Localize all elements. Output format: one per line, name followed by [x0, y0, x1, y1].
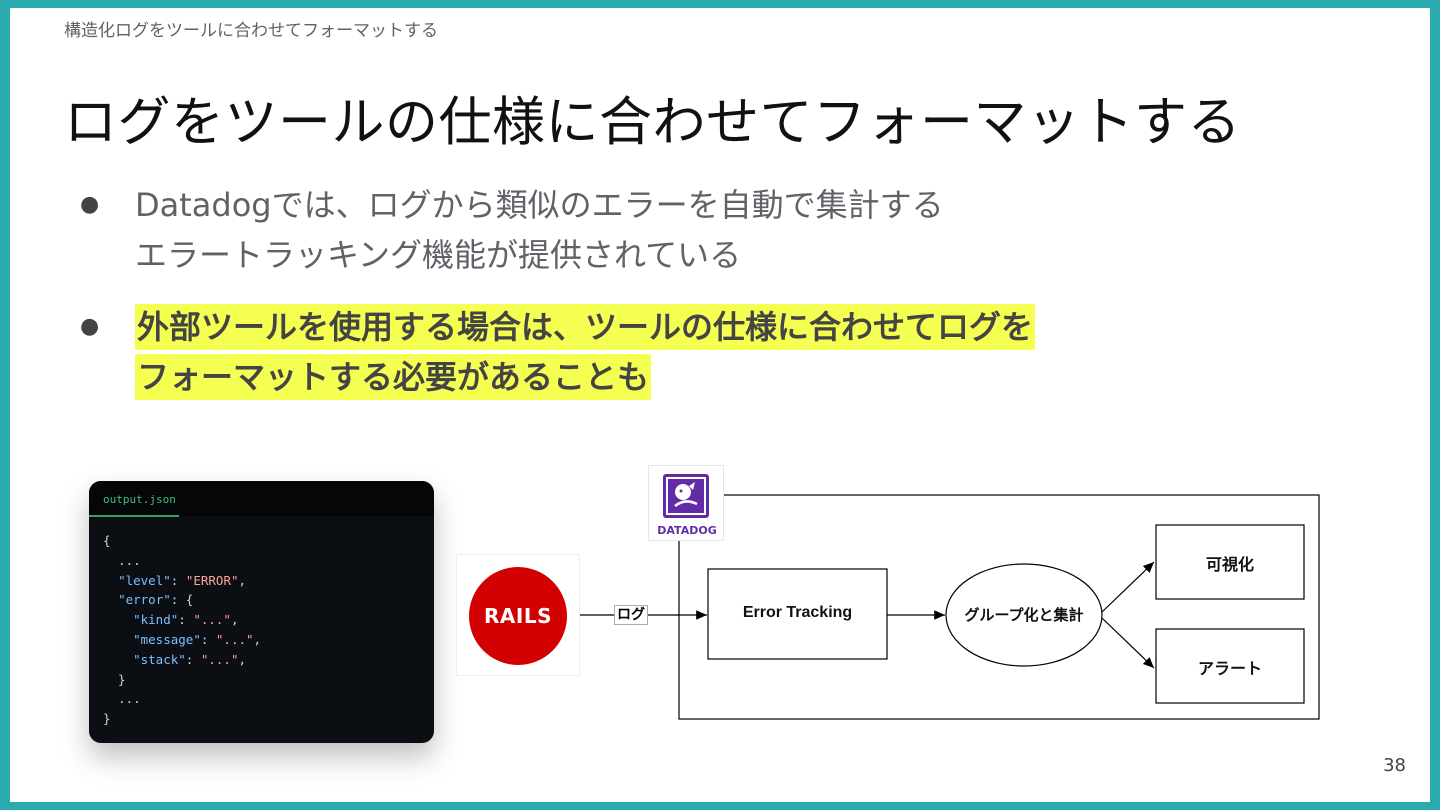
rails-logo: RAILS	[456, 554, 580, 676]
code-tab-output-json[interactable]: output.json	[103, 493, 176, 506]
edge-label-log: ログ	[614, 605, 648, 625]
rails-logo-circle: RAILS	[469, 567, 567, 665]
breadcrumb: 構造化ログをツールに合わせてフォーマットする	[64, 21, 438, 41]
page-number: 38	[1383, 755, 1406, 776]
bullet-line: 外部ツールを使用する場合は、ツールの仕様に合わせてログを	[135, 304, 1036, 350]
code-tab-bar	[89, 481, 434, 516]
bullet-text: Datadogでは、ログから類似のエラーを自動で集計する エラートラッキング機能…	[135, 180, 944, 280]
page-title: ログをツールの仕様に合わせてフォーマットする	[64, 92, 1241, 153]
bullet-dot: ●	[80, 314, 100, 339]
datadog-logo: DATADOG	[648, 465, 724, 541]
node-visualize-label: 可視化	[1205, 557, 1254, 574]
bullet-line: フォーマットする必要があることも	[135, 354, 652, 400]
bullet-line: Datadogでは、ログから類似のエラーを自動で集計する	[135, 186, 944, 224]
bullet-line: エラートラッキング機能が提供されている	[135, 236, 742, 274]
bullet-dot: ●	[80, 192, 100, 217]
rails-logo-text: RAILS	[484, 604, 552, 628]
datadog-label: DATADOG	[657, 524, 717, 537]
node-group-label: グループ化と集計	[964, 607, 1084, 624]
node-alert-label: アラート	[1197, 661, 1262, 678]
code-tab-underline	[89, 515, 179, 517]
code-lines: { ... "level": "ERROR", "error": { "kind…	[103, 533, 262, 727]
slide: 構造化ログをツールに合わせてフォーマットする ログをツールの仕様に合わせてフォー…	[10, 8, 1430, 802]
code-snippet-card: output.json { ... "level": "ERROR", "err…	[89, 481, 434, 743]
edge-group-to-visualize	[1101, 561, 1155, 613]
node-error-tracking-label: Error Tracking	[742, 604, 853, 621]
bullet-text-highlighted: 外部ツールを使用する場合は、ツールの仕様に合わせてログを フォーマットする必要が…	[135, 302, 1036, 402]
datadog-dog-icon	[663, 474, 709, 518]
edge-group-to-alert	[1101, 617, 1155, 669]
